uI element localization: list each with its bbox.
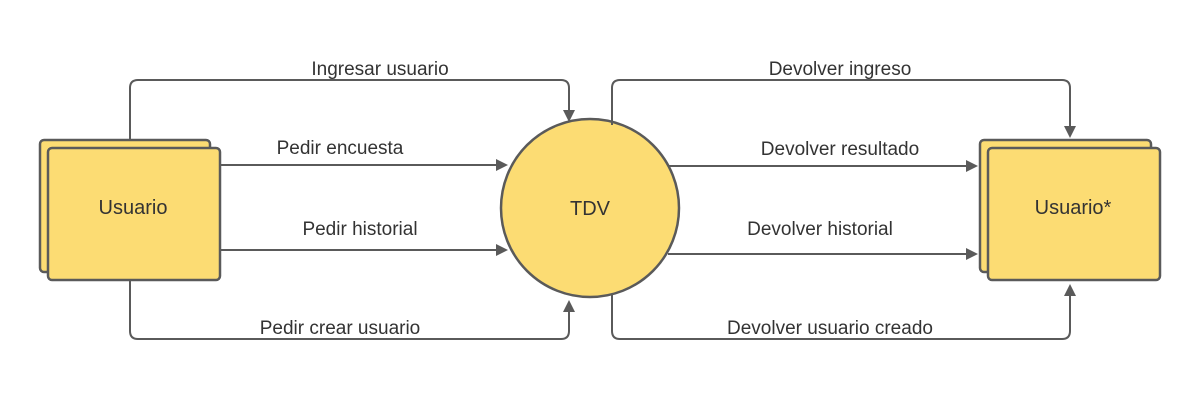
edge-pedir-crear-usuario-line — [129, 280, 570, 340]
edge-devolver-historial-arrowhead — [966, 248, 978, 260]
edge-ingresar-usuario-label: Ingresar usuario — [311, 59, 448, 80]
edge-pedir-crear-usuario-label: Pedir crear usuario — [260, 318, 421, 339]
edge-ingresar-usuario[interactable]: Ingresar usuario — [129, 59, 575, 140]
edge-devolver-resultado-arrowhead — [966, 160, 978, 172]
node-tdv-label: TDV — [570, 198, 611, 220]
edge-devolver-usuario-creado-arrowhead — [1064, 284, 1076, 296]
edge-ingresar-usuario-arrowhead — [563, 110, 575, 122]
edge-devolver-resultado[interactable]: Devolver resultado — [668, 139, 978, 172]
edge-devolver-ingreso[interactable]: Devolver ingreso — [611, 59, 1076, 138]
edge-devolver-resultado-label: Devolver resultado — [761, 139, 919, 160]
edge-pedir-historial[interactable]: Pedir historial — [220, 219, 508, 256]
edge-devolver-usuario-creado-line — [611, 294, 1071, 340]
edge-pedir-historial-arrowhead — [496, 244, 508, 256]
edge-pedir-historial-label: Pedir historial — [302, 219, 417, 240]
edge-devolver-usuario-creado-label: Devolver usuario creado — [727, 318, 933, 339]
node-usuario-star-front-box — [986, 146, 1162, 282]
node-usuario-star-label: Usuario* — [1035, 197, 1112, 219]
node-usuario-front-box — [46, 146, 222, 282]
node-tdv[interactable]: TDV — [499, 117, 681, 299]
edge-ingresar-usuario-line — [129, 79, 570, 140]
edge-pedir-encuesta-arrowhead — [496, 159, 508, 171]
edge-pedir-encuesta-label: Pedir encuesta — [277, 138, 404, 159]
edge-devolver-historial-label: Devolver historial — [747, 219, 893, 240]
edge-pedir-crear-usuario[interactable]: Pedir crear usuario — [129, 280, 575, 340]
edge-devolver-historial[interactable]: Devolver historial — [668, 219, 978, 260]
edge-devolver-ingreso-line — [611, 79, 1071, 128]
node-usuario-label: Usuario — [99, 197, 168, 219]
edge-devolver-ingreso-arrowhead — [1064, 126, 1076, 138]
edge-devolver-usuario-creado[interactable]: Devolver usuario creado — [611, 284, 1076, 340]
node-usuario[interactable]: Usuario — [38, 138, 222, 282]
edge-pedir-crear-usuario-arrowhead — [563, 300, 575, 312]
node-usuario-star[interactable]: Usuario* — [978, 138, 1162, 282]
edge-devolver-ingreso-label: Devolver ingreso — [769, 59, 912, 80]
edge-pedir-encuesta[interactable]: Pedir encuesta — [220, 138, 508, 171]
node-tdv-circle — [499, 117, 681, 299]
